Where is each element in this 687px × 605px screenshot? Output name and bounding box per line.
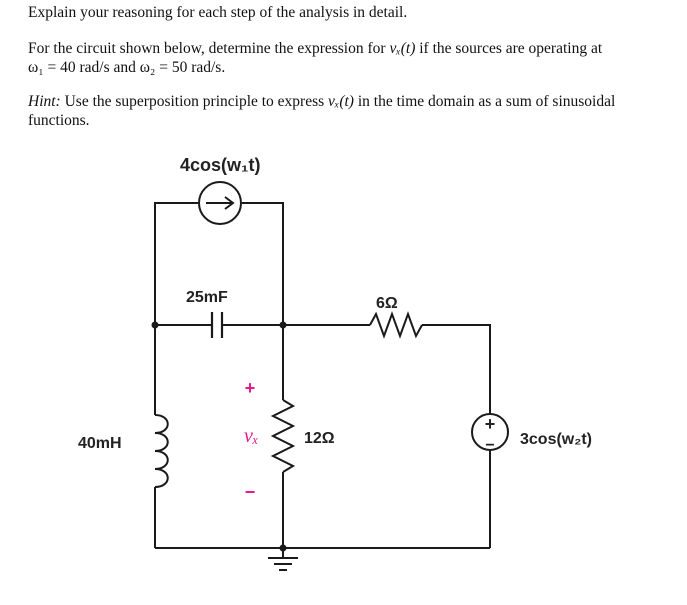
vx-label: vₓ bbox=[244, 425, 259, 447]
junction-dots bbox=[151, 321, 287, 552]
resistor-6-label: 6Ω bbox=[376, 295, 398, 312]
instruction-line: Explain your reasoning for each step of … bbox=[28, 4, 408, 21]
problem-var-vx: vₓ(t) bbox=[389, 40, 416, 57]
resistor-12-label: 12Ω bbox=[304, 430, 335, 447]
voltage-source-label: 3cos(w₂t) bbox=[520, 431, 592, 448]
inductor-40mH bbox=[154, 414, 169, 488]
wire-top-right bbox=[422, 324, 491, 414]
hint-text-a: Use the superposition principle to expre… bbox=[60, 93, 329, 110]
hint-paragraph: Hint: Use the superposition principle to… bbox=[28, 92, 668, 130]
vx-plus-sign: + bbox=[245, 378, 256, 398]
current-source-label: 4cos(w₁t) bbox=[180, 155, 260, 175]
problem-text-a: For the circuit shown below, determine t… bbox=[28, 40, 390, 57]
problem-text-b: if the sources are operating at bbox=[415, 40, 603, 57]
hint-var-vx: vₓ(t) bbox=[328, 93, 354, 110]
hint-label: Hint: bbox=[28, 93, 61, 110]
hint-text-b: in the time domain as a sum of sinusoida… bbox=[28, 93, 616, 129]
ground-symbol bbox=[268, 548, 298, 571]
inductor-label: 40mH bbox=[78, 435, 122, 452]
problem-statement: For the circuit shown below, determine t… bbox=[28, 39, 668, 77]
capacitor-25mF bbox=[210, 312, 224, 338]
capacitor-label: 25mF bbox=[186, 289, 228, 306]
current-source bbox=[198, 181, 242, 225]
resistor-12-ohm bbox=[270, 399, 296, 473]
voltage-source-plus: + bbox=[485, 414, 496, 434]
resistor-6-ohm bbox=[369, 311, 423, 339]
frequency-line: ω₁ = 40 rad/s and ω₂ = 50 rad/s. bbox=[28, 59, 226, 76]
vx-minus-sign: − bbox=[245, 482, 256, 502]
wire-current-source-loop bbox=[154, 202, 284, 325]
voltage-source-minus: − bbox=[485, 437, 494, 454]
voltage-source bbox=[471, 413, 509, 451]
